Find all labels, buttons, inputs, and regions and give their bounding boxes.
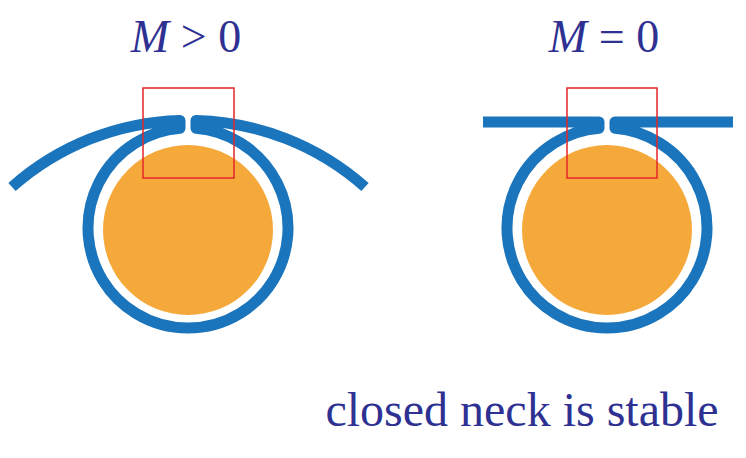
caption: closed neck is stable	[325, 384, 718, 437]
membrane	[483, 122, 733, 328]
membrane	[12, 120, 365, 328]
particle	[103, 145, 273, 315]
parameter-label: M = 0	[549, 12, 659, 63]
neck-highlight	[143, 88, 234, 178]
parameter-label: M > 0	[131, 12, 241, 63]
particle	[522, 145, 692, 315]
neck-highlight	[567, 88, 657, 178]
